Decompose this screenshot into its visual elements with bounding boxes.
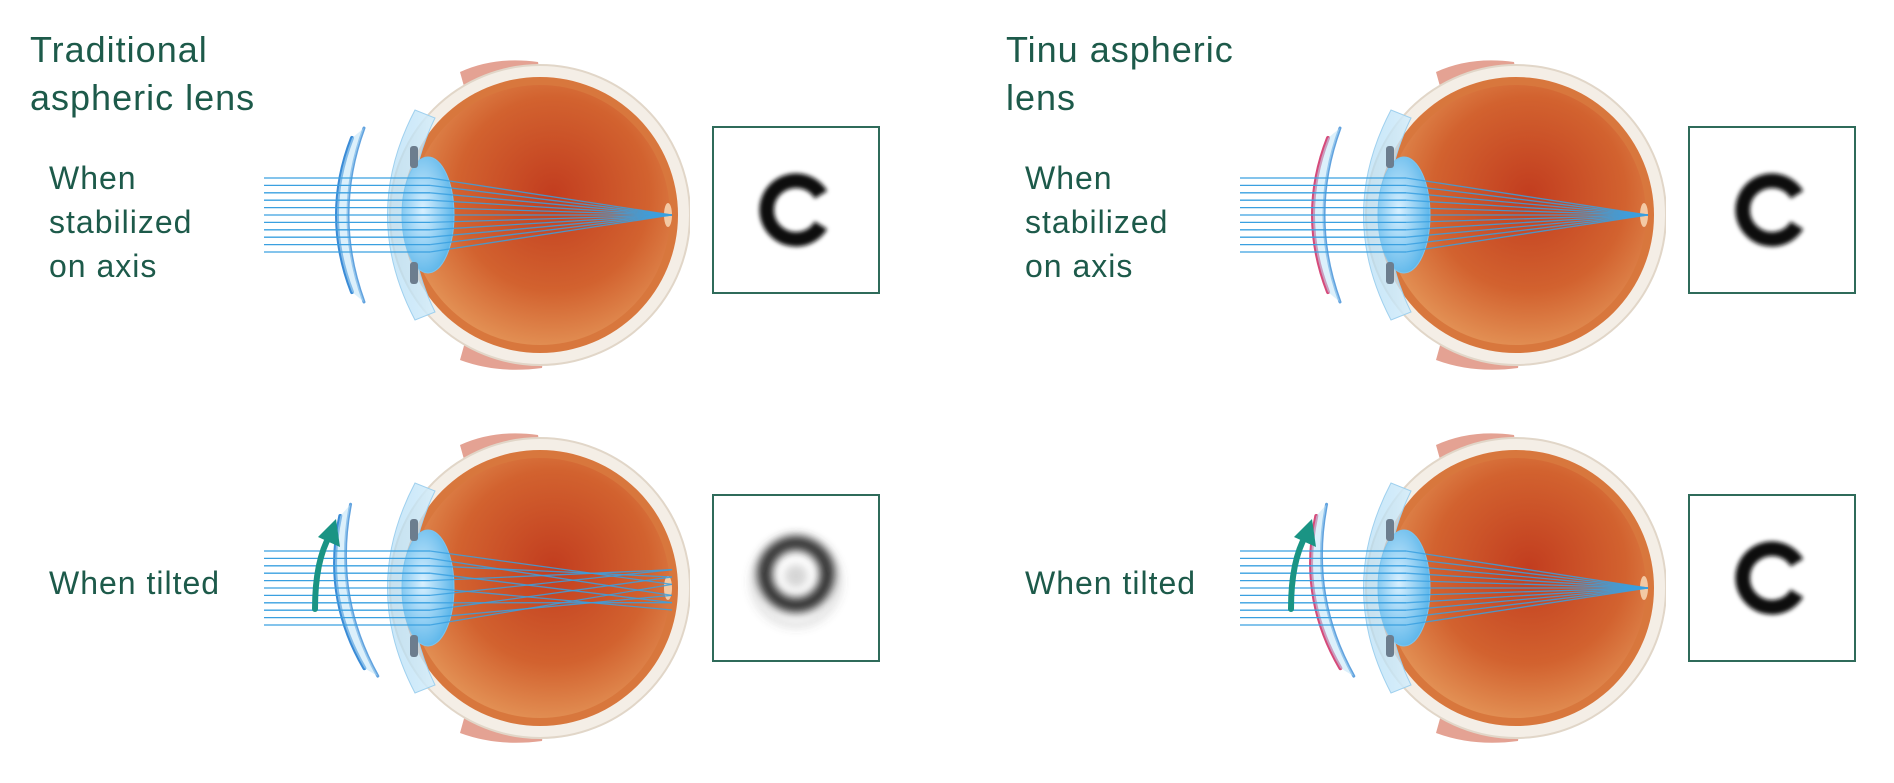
refracted-ray bbox=[1405, 565, 1649, 589]
result-box-tilted bbox=[712, 494, 880, 662]
refracted-ray bbox=[1405, 184, 1649, 216]
refracted-ray bbox=[429, 206, 673, 216]
row-label-stabilized: When stabilized on axis bbox=[49, 160, 193, 284]
refracted-ray bbox=[429, 214, 673, 253]
lens-body bbox=[337, 128, 364, 302]
blur-core bbox=[784, 564, 808, 588]
landolt-c-shape bbox=[1735, 541, 1804, 615]
eye-diagram-stabilized bbox=[1240, 60, 1666, 370]
tilt-arrow-head bbox=[1294, 519, 1316, 547]
eye-diagram-tilted bbox=[264, 433, 690, 743]
landolt-c-shape bbox=[750, 535, 842, 628]
refracted-ray bbox=[1405, 214, 1649, 224]
refracted-ray bbox=[429, 184, 673, 216]
refracted-ray bbox=[1405, 587, 1649, 604]
refracted-ray bbox=[429, 594, 673, 619]
refracted-ray bbox=[1405, 192, 1649, 216]
refracted-ray bbox=[429, 550, 673, 585]
refracted-ray bbox=[429, 177, 673, 216]
refracted-ray bbox=[429, 199, 673, 216]
tilt-arrow-head bbox=[318, 519, 340, 547]
iris-bottom bbox=[410, 262, 418, 284]
light-rays bbox=[264, 550, 673, 626]
lens-body bbox=[1313, 128, 1340, 302]
refracted-ray bbox=[1405, 214, 1649, 238]
iris-bottom bbox=[1386, 262, 1394, 284]
refracted-ray bbox=[429, 214, 673, 231]
iris-bottom bbox=[410, 635, 418, 657]
curved-up-arrow-icon bbox=[1288, 519, 1316, 612]
refracted-ray bbox=[429, 214, 673, 224]
result-box-stabilized bbox=[1688, 126, 1856, 294]
refracted-ray bbox=[429, 569, 673, 597]
refracted-ray bbox=[1405, 214, 1649, 231]
lens-body bbox=[1311, 504, 1354, 677]
panel-heading-tinu: Tinu aspheric lens bbox=[1006, 29, 1234, 118]
c-ring bbox=[1735, 173, 1804, 247]
refracted-ray bbox=[1405, 214, 1649, 253]
landolt-c-shape bbox=[1735, 173, 1804, 247]
tilt-arrow-shaft bbox=[1288, 532, 1309, 612]
refracted-ray bbox=[429, 583, 673, 626]
landolt-c-icon bbox=[1735, 173, 1804, 247]
lens-body bbox=[335, 504, 378, 677]
tilt-arrow-shaft bbox=[312, 532, 333, 612]
refracted-ray bbox=[429, 572, 673, 604]
tinu-lens-panel: Tinu aspheric lens When stabilized on ax… bbox=[976, 0, 1894, 783]
refracted-ray bbox=[429, 569, 673, 582]
row-label-stabilized: When stabilized on axis bbox=[1025, 160, 1169, 284]
refracted-ray bbox=[1405, 587, 1649, 597]
refracted-ray bbox=[1405, 199, 1649, 216]
eye-diagram-stabilized bbox=[264, 60, 690, 370]
result-box-stabilized bbox=[712, 126, 880, 294]
row-label-tilted: When tilted bbox=[49, 565, 221, 601]
iris-top bbox=[1386, 146, 1394, 168]
refracted-ray bbox=[1405, 579, 1649, 589]
landolt-c-icon bbox=[759, 173, 828, 247]
refracted-ray bbox=[429, 192, 673, 216]
refracted-ray bbox=[1405, 206, 1649, 216]
light-rays bbox=[1240, 177, 1649, 253]
eye-diagram-tilted bbox=[1240, 433, 1666, 743]
row-label-tilted: When tilted bbox=[1025, 565, 1197, 601]
refracted-ray bbox=[1405, 550, 1649, 589]
c-ring bbox=[1735, 541, 1804, 615]
landolt-c-icon bbox=[750, 535, 842, 628]
light-rays bbox=[264, 177, 673, 253]
blur-ring bbox=[757, 535, 835, 613]
refracted-ray bbox=[1405, 587, 1649, 611]
refracted-ray bbox=[429, 557, 673, 596]
refracted-ray bbox=[1405, 214, 1649, 246]
curved-up-arrow-icon bbox=[312, 519, 340, 612]
refracted-ray bbox=[1405, 587, 1649, 619]
refracted-ray bbox=[1405, 177, 1649, 216]
panel-heading-traditional: Traditional aspheric lens bbox=[30, 29, 256, 118]
refracted-ray bbox=[1405, 587, 1649, 626]
refracted-ray bbox=[429, 576, 673, 611]
landolt-c-icon bbox=[1735, 541, 1804, 615]
iris-top bbox=[410, 519, 418, 541]
iris-bottom bbox=[1386, 635, 1394, 657]
blur-halo bbox=[750, 536, 842, 628]
refracted-ray bbox=[429, 214, 673, 246]
c-ring bbox=[759, 173, 828, 247]
refracted-ray bbox=[429, 214, 673, 238]
landolt-c-shape bbox=[759, 173, 828, 247]
traditional-lens-panel: Traditional aspheric lens When stabilize… bbox=[30, 29, 880, 743]
iris-top bbox=[410, 146, 418, 168]
result-box-tilted bbox=[1688, 494, 1856, 662]
light-rays bbox=[1240, 550, 1649, 626]
refracted-ray bbox=[1405, 557, 1649, 589]
refracted-ray bbox=[429, 565, 673, 578]
iris-top bbox=[1386, 519, 1394, 541]
eye-interior bbox=[410, 458, 670, 718]
refracted-ray bbox=[1405, 572, 1649, 589]
